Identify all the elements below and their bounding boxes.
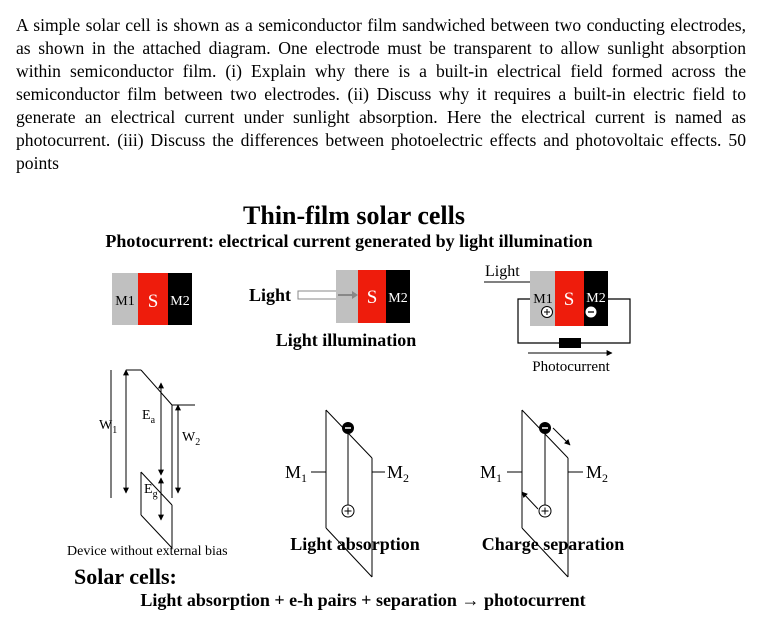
m2-electrode bbox=[386, 270, 410, 323]
semiconductor-film bbox=[358, 270, 386, 323]
m1-band-label: M bbox=[480, 462, 496, 482]
m1-band-sub: 1 bbox=[301, 471, 307, 485]
question-text: A simple solar cell is shown as a semico… bbox=[16, 15, 746, 173]
cell-middle: Light S M2 Light illumination bbox=[249, 270, 416, 350]
ea-sub: a bbox=[151, 415, 156, 426]
m2-band-sub: 2 bbox=[403, 471, 409, 485]
m1-band-label: M bbox=[285, 462, 301, 482]
caption-device: Device without external bias bbox=[67, 544, 228, 559]
photocurrent-label: Photocurrent bbox=[532, 359, 610, 375]
svg-text:M1: M1 bbox=[480, 462, 502, 485]
m2-band-label: M bbox=[586, 462, 602, 482]
m1-electrode bbox=[112, 273, 138, 325]
band-diagram-separation: M1 M2 bbox=[480, 409, 608, 578]
s-label: S bbox=[148, 291, 159, 312]
svg-text:W1: W1 bbox=[99, 418, 117, 436]
m2-band-label: M bbox=[387, 462, 403, 482]
m2-label: M2 bbox=[586, 291, 605, 306]
svg-text:W2: W2 bbox=[182, 430, 200, 448]
svg-text:Ea: Ea bbox=[142, 408, 156, 426]
m2-band-sub: 2 bbox=[602, 471, 608, 485]
w2-sub: 2 bbox=[195, 437, 200, 448]
light-illumination-label: Light illumination bbox=[276, 330, 417, 350]
semiconductor-film bbox=[555, 271, 584, 326]
m1-label: M1 bbox=[115, 294, 134, 309]
caption-absorption: Light absorption bbox=[290, 534, 420, 554]
m1-label: M1 bbox=[533, 292, 552, 307]
m2-label: M2 bbox=[170, 294, 189, 309]
band-diagram-device bbox=[110, 369, 195, 549]
m1-band-sub: 1 bbox=[496, 471, 502, 485]
light-label-right: Light bbox=[485, 263, 520, 280]
w2-label: W bbox=[182, 430, 196, 445]
svg-text:M2: M2 bbox=[387, 462, 409, 485]
m2-label: M2 bbox=[388, 291, 407, 306]
m1-electrode bbox=[336, 270, 358, 323]
light-label: Light bbox=[249, 285, 291, 305]
load-resistor bbox=[559, 338, 581, 348]
solar-cells-heading: Solar cells: bbox=[74, 564, 177, 589]
eg-sub: g bbox=[153, 489, 158, 500]
svg-text:M2: M2 bbox=[586, 462, 608, 485]
svg-text:M1: M1 bbox=[285, 462, 307, 485]
band-diagram-absorption: M1 M2 bbox=[285, 409, 409, 578]
m1-electrode bbox=[530, 271, 555, 326]
summary-line: Light absorption + e-h pairs + separatio… bbox=[140, 590, 585, 610]
caption-separation: Charge separation bbox=[482, 534, 625, 554]
semiconductor-film bbox=[138, 273, 168, 325]
ea-label: E bbox=[142, 408, 151, 423]
w1-label: W bbox=[99, 418, 113, 433]
light-beam bbox=[297, 290, 339, 300]
m2-electrode bbox=[168, 273, 192, 325]
cell-left: M1 S M2 bbox=[112, 273, 192, 325]
s-label: S bbox=[564, 289, 575, 310]
figure-title: Thin-film solar cells bbox=[243, 201, 465, 230]
eg-label: E bbox=[144, 482, 153, 497]
s-label: S bbox=[367, 287, 378, 308]
svg-text:Eg: Eg bbox=[144, 482, 158, 500]
w1-sub: 1 bbox=[112, 425, 117, 436]
cell-right: Light M1 S M2 Photocurrent bbox=[484, 263, 631, 375]
figure-subtitle: Photocurrent: electrical current generat… bbox=[105, 231, 592, 251]
